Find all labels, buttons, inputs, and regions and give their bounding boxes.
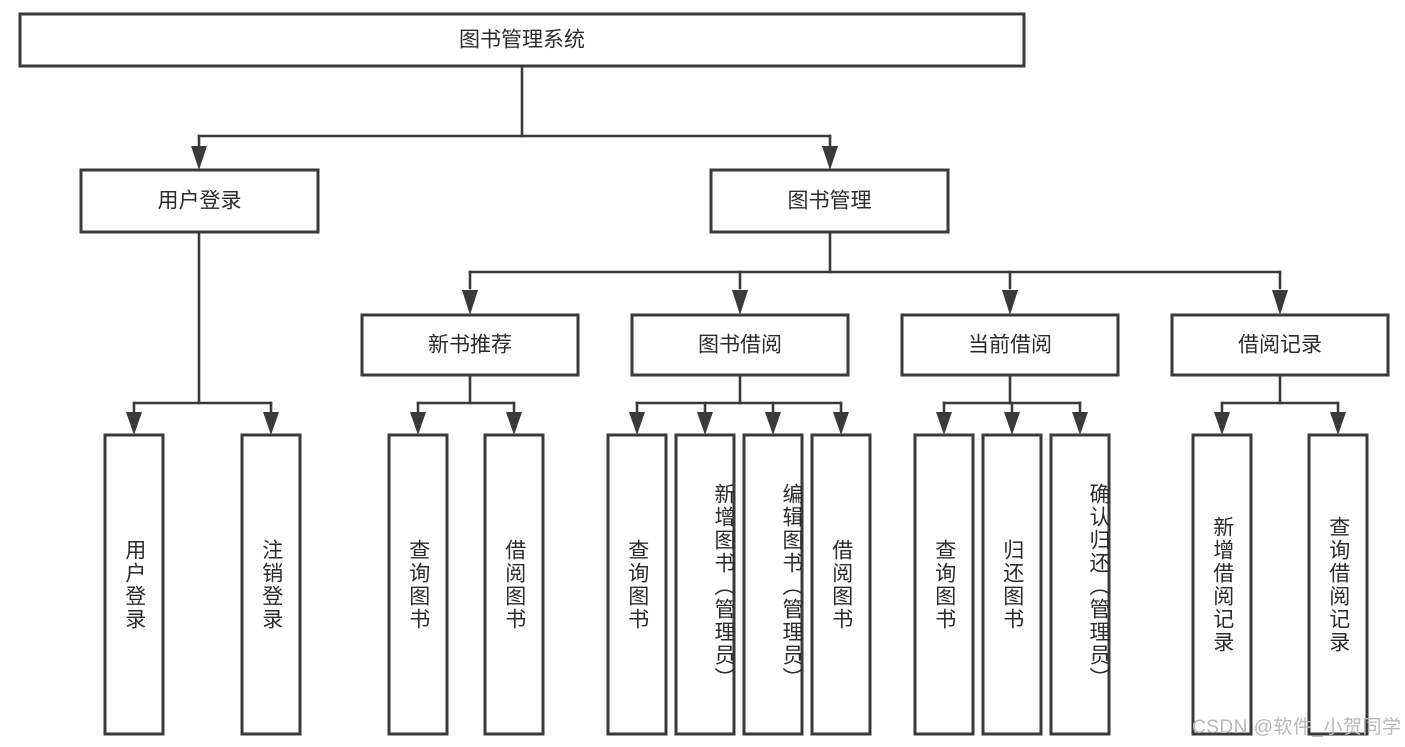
node-current-borrow-label: 当前借阅 (968, 334, 1052, 357)
node-root-system[interactable] (18, 12, 1026, 68)
node-leaf-return-book[interactable] (981, 433, 1043, 736)
node-leaf-query-record[interactable] (1307, 433, 1369, 736)
arrow-current-borrow (1002, 290, 1018, 315)
arrow-br-leaf-2 (1330, 412, 1346, 435)
node-book-borrow[interactable] (630, 313, 850, 377)
arrow-new-book-recommend (462, 290, 478, 315)
node-leaf-confirm-return[interactable] (1049, 433, 1111, 736)
node-leaf-add-record[interactable] (1191, 433, 1253, 736)
arrow-user-login (191, 146, 207, 170)
arrow-borrow-record (1272, 290, 1288, 315)
arrow-cb-leaf-1 (936, 412, 952, 435)
node-leaf-query-book-2[interactable] (606, 433, 668, 736)
node-borrow-record[interactable] (1170, 313, 1390, 377)
node-leaf-add-book[interactable] (674, 433, 736, 736)
arrow-cb-leaf-2 (1004, 412, 1020, 435)
node-new-book-recommend-label: 新书推荐 (428, 334, 512, 357)
arrow-bb-leaf-2 (697, 412, 713, 435)
connector-layer (126, 64, 1346, 435)
arrow-leaf-user-login (126, 412, 142, 435)
arrow-book-management (822, 146, 838, 170)
arrow-book-borrow (732, 290, 748, 315)
arrow-bb-leaf-4 (833, 412, 849, 435)
arrow-bb-leaf-1 (629, 412, 645, 435)
arrow-nb-leaf-1 (410, 412, 426, 435)
node-layer: 图书管理系统 用户登录 图书管理 新书推荐 图书借阅 当前借阅 借阅记录 (18, 12, 1390, 736)
node-leaf-query-book-3[interactable] (913, 433, 975, 736)
csdn-watermark: CSDN @软件_小贺同学 (1192, 717, 1402, 738)
node-new-book-recommend[interactable] (360, 313, 580, 377)
node-leaf-user-login[interactable] (103, 433, 165, 736)
arrow-cb-leaf-3 (1072, 412, 1088, 435)
node-leaf-borrow-book-1[interactable] (483, 433, 545, 736)
arrow-leaf-logout-login (263, 412, 279, 435)
node-leaf-edit-book[interactable] (742, 433, 804, 736)
node-book-management[interactable] (709, 168, 950, 234)
node-book-management-label: 图书管理 (788, 190, 872, 213)
arrow-br-leaf-1 (1214, 412, 1230, 435)
node-leaf-query-book-1[interactable] (387, 433, 449, 736)
arrow-bb-leaf-3 (765, 412, 781, 435)
node-leaf-logout-login[interactable] (240, 433, 302, 736)
node-book-borrow-label: 图书借阅 (698, 334, 782, 357)
arrow-nb-leaf-2 (506, 412, 522, 435)
node-user-login[interactable] (79, 168, 320, 234)
node-leaf-borrow-book-2[interactable] (810, 433, 872, 736)
node-user-login-label: 用户登录 (158, 190, 242, 213)
node-borrow-record-label: 借阅记录 (1238, 334, 1322, 357)
node-current-borrow[interactable] (900, 313, 1120, 377)
node-root-system-label: 图书管理系统 (459, 29, 585, 52)
